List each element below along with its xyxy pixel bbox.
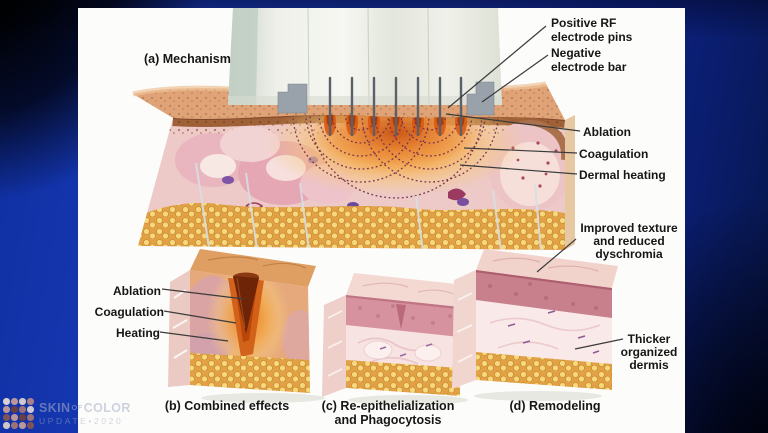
rf-energy-arcs [292,115,499,199]
logo-dot [27,398,34,405]
figure-panel: (a) Mechanism Positive RF electrode pins… [78,8,685,433]
skin-block-d [452,249,618,401]
leader-lines [159,25,624,350]
logo-dot [3,422,10,429]
negative-electrode-bar-right [466,81,495,116]
logo-dot [3,414,10,421]
label-negative-electrode-bar: Negative electrode bar [551,46,627,74]
leader-coagulation-b [163,310,237,324]
logo-dot [11,406,18,413]
leader-dermal-heating [459,164,578,175]
label-positive-rf-electrode-pins: Positive RF electrode pins [551,16,633,44]
logo-dot [11,414,18,421]
label-dermal-heating: Dermal heating [579,168,666,182]
label-ablation-a: Ablation [583,125,631,139]
negative-electrode-bar-left [277,83,308,114]
logo-brand-line: SKINOFCOLOR [39,401,131,415]
leader-positive-rf [447,25,547,109]
leader-ablation-a [445,113,581,132]
caption-reepithelialization: (c) Re-epithelialization and Phagocytosi… [321,399,455,427]
logo-dot [27,406,34,413]
logo-dot [27,422,34,429]
logo-year-line: UPDATE•2020 [39,416,124,426]
rf-handpiece-device [228,8,502,116]
caption-combined-effects: (b) Combined effects [164,399,290,413]
caption-mechanism: (a) Mechanism [144,52,231,66]
skin-block-a [132,81,575,250]
logo-text: SKINOFCOLOR UPDATE•2020 [39,402,131,426]
logo-dot [11,422,18,429]
label-coagulation-a: Coagulation [579,147,649,161]
conference-logo: SKINOFCOLOR UPDATE•2020 [3,398,131,430]
leader-thicker-dermis [574,338,624,350]
label-improved-texture: Improved texture and reduced dyschromia [580,221,678,261]
leader-improved-texture [536,238,577,273]
logo-dot [19,414,26,421]
logo-dot [19,406,26,413]
label-heating-b: Heating [115,326,160,340]
label-coagulation-b: Coagulation [94,305,164,319]
logo-dot [3,398,10,405]
logo-dot [19,398,26,405]
skin-diagram [132,8,624,405]
rf-electrode-needles [328,76,463,137]
logo-dot [19,422,26,429]
logo-dot [3,406,10,413]
leader-negative-bar [481,54,549,103]
skin-block-b [168,249,325,403]
skin-block-c [322,273,468,405]
leader-ablation-b [161,288,245,300]
logo-dot-grid [3,398,35,430]
caption-remodeling: (d) Remodeling [509,399,601,413]
logo-dot [27,414,34,421]
logo-dot [11,398,18,405]
label-ablation-b: Ablation [113,284,161,298]
leader-coagulation-a [463,147,578,154]
label-thicker-organized-dermis: Thicker organized dermis [620,332,678,372]
leader-heating-b [159,331,229,342]
